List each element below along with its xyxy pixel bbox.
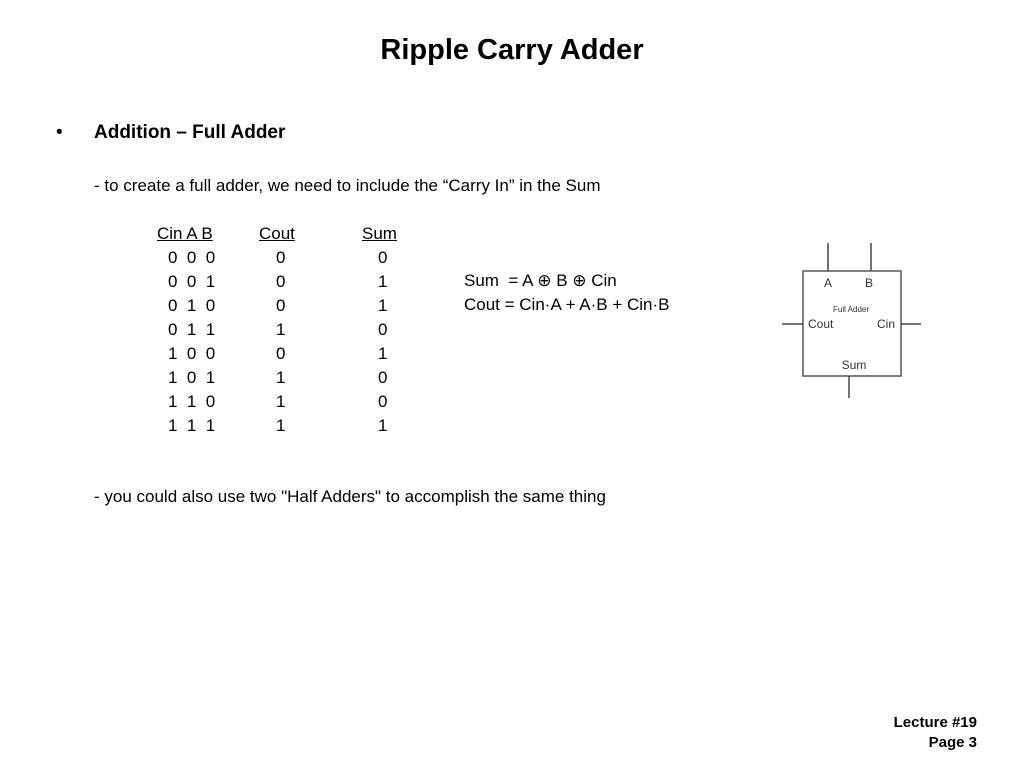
cell-sum: 1 [378, 344, 388, 363]
cell-inputs: 1 0 1 [168, 368, 216, 387]
cell-cout: 1 [276, 392, 286, 411]
diagram-label-block: Full Adder [833, 305, 869, 314]
slide-footer: Lecture #19 Page 3 [894, 713, 977, 753]
full-adder-diagram: A B Full Adder Cout Cin Sum [782, 243, 921, 398]
diagram-label-cin: Cin [877, 317, 895, 331]
cell-inputs: 0 1 1 [168, 320, 216, 339]
cell-cout: 0 [276, 248, 286, 267]
cell-sum: 1 [378, 272, 388, 291]
cell-cout: 0 [276, 296, 286, 315]
cell-cout: 0 [276, 272, 286, 291]
cell-cout: 0 [276, 344, 286, 363]
cell-sum: 1 [378, 296, 388, 315]
cell-inputs: 1 1 0 [168, 392, 216, 411]
cell-inputs: 0 0 0 [168, 248, 216, 267]
description-line-1: - to create a full adder, we need to inc… [94, 176, 601, 195]
lecture-number: Lecture #19 [893, 714, 977, 731]
cell-inputs: 1 0 0 [168, 344, 216, 363]
diagram-label-sum: Sum [842, 358, 867, 372]
diagram-label-a: A [824, 276, 832, 290]
cell-cout: 1 [276, 320, 286, 339]
bullet-marker: • [56, 122, 63, 143]
cell-cout: 1 [276, 416, 286, 435]
sum-equation: Sum = A ⊕ B ⊕ Cin [464, 271, 617, 290]
diagram-label-b: B [865, 276, 873, 290]
cell-sum: 1 [378, 416, 388, 435]
cell-sum: 0 [378, 248, 388, 267]
header-cout: Cout [259, 224, 295, 243]
full-adder-box [802, 270, 902, 377]
header-sum: Sum [362, 224, 397, 243]
cell-sum: 0 [378, 368, 388, 387]
page-number: Page 3 [928, 734, 977, 751]
cell-cout: 1 [276, 368, 286, 387]
section-heading: Addition – Full Adder [94, 122, 286, 143]
cell-inputs: 0 0 1 [168, 272, 216, 291]
cell-sum: 0 [378, 392, 388, 411]
cell-sum: 0 [378, 320, 388, 339]
header-inputs: Cin A B [157, 224, 213, 243]
diagram-label-cout: Cout [808, 317, 834, 331]
cout-equation: Cout = Cin·A + A·B + Cin·B [464, 295, 670, 314]
slide-title: Ripple Carry Adder [380, 34, 644, 66]
cell-inputs: 1 1 1 [168, 416, 216, 435]
description-line-2: - you could also use two "Half Adders" t… [94, 487, 606, 506]
cell-inputs: 0 1 0 [168, 296, 216, 315]
